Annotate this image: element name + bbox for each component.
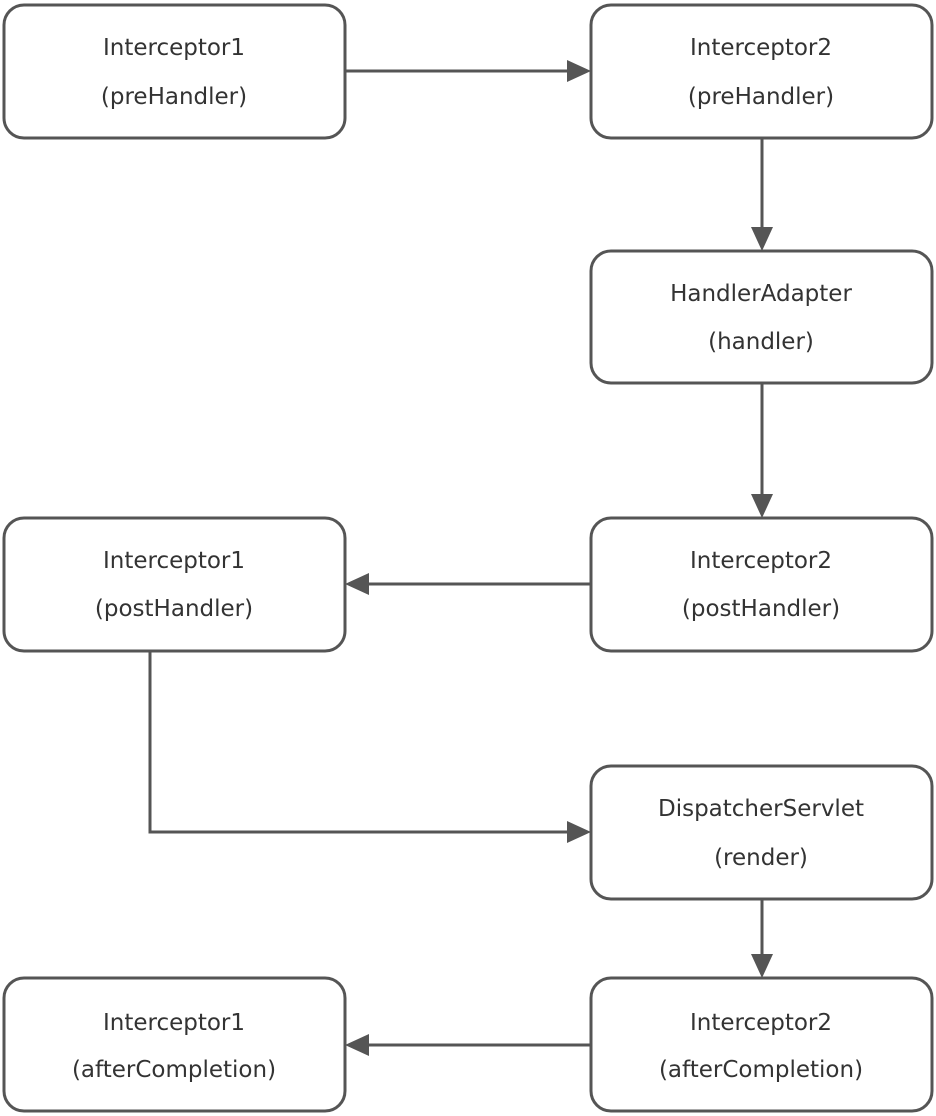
- node-box: [589, 3, 934, 140]
- node-interceptor2-aftercompletion: Interceptor2 (afterCompletion): [589, 976, 934, 1113]
- node-box: [589, 249, 934, 385]
- node-title: Interceptor2: [690, 548, 832, 574]
- node-title: Interceptor2: [690, 35, 832, 61]
- node-box: [589, 516, 934, 653]
- node-title: Interceptor2: [690, 1010, 832, 1036]
- node-interceptor2-posthandler: Interceptor2 (postHandler): [589, 516, 934, 653]
- node-subtitle: (postHandler): [682, 596, 840, 622]
- edge-interceptor1-pre-to-interceptor2-pre: [345, 60, 591, 82]
- node-title: Interceptor1: [103, 548, 245, 574]
- node-box: [2, 976, 347, 1113]
- node-interceptor1-aftercompletion: Interceptor1 (afterCompletion): [2, 976, 347, 1113]
- node-subtitle: (handler): [708, 329, 814, 355]
- edge-dispatcher-servlet-to-interceptor2-after: [751, 899, 773, 978]
- node-box: [589, 976, 934, 1113]
- node-title: DispatcherServlet: [658, 796, 864, 822]
- node-subtitle: (postHandler): [95, 596, 253, 622]
- node-dispatcher-servlet: DispatcherServlet (render): [589, 764, 934, 901]
- edge-interceptor2-after-to-interceptor1-after: [345, 1034, 591, 1056]
- edge-interceptor2-post-to-interceptor1-post: [345, 573, 591, 595]
- edge-handler-adapter-to-interceptor2-post: [751, 383, 773, 518]
- edge-interceptor2-pre-to-handler-adapter: [751, 138, 773, 251]
- node-box: [2, 3, 347, 140]
- nodes: Interceptor1 (preHandler) Interceptor2 (…: [2, 3, 934, 1113]
- node-subtitle: (render): [714, 845, 808, 871]
- node-subtitle: (afterCompletion): [72, 1057, 276, 1083]
- edges: [148, 60, 773, 1056]
- node-interceptor1-prehandler: Interceptor1 (preHandler): [2, 3, 347, 140]
- node-subtitle: (afterCompletion): [659, 1057, 863, 1083]
- node-box: [589, 764, 934, 901]
- node-interceptor2-prehandler: Interceptor2 (preHandler): [589, 3, 934, 140]
- edge-interceptor1-post-to-dispatcher-servlet: [148, 651, 591, 843]
- node-subtitle: (preHandler): [688, 84, 834, 110]
- node-title: Interceptor1: [103, 35, 245, 61]
- node-handler-adapter: HandlerAdapter (handler): [589, 249, 934, 385]
- node-box: [2, 516, 347, 653]
- node-title: Interceptor1: [103, 1010, 245, 1036]
- node-subtitle: (preHandler): [101, 84, 247, 110]
- node-interceptor1-posthandler: Interceptor1 (postHandler): [2, 516, 347, 653]
- node-title: HandlerAdapter: [670, 281, 852, 307]
